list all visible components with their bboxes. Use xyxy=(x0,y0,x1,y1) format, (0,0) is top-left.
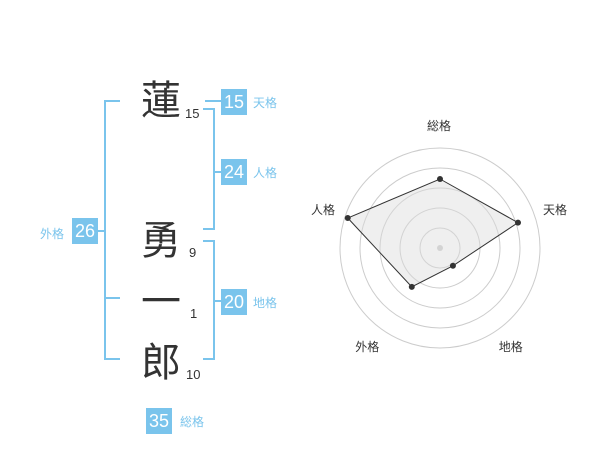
name-char-2: 勇 xyxy=(141,218,181,264)
chikaku-bracket-top xyxy=(203,240,215,242)
radar-ring-1 xyxy=(339,147,541,349)
chikaku-bracket-bottom xyxy=(203,358,215,360)
chikaku-value: 20 xyxy=(221,289,247,315)
gaikaku-value: 26 xyxy=(72,218,98,244)
chikaku-label: 地格 xyxy=(253,296,278,310)
tenkaku-connector xyxy=(205,100,221,102)
jinkaku-bracket-bottom xyxy=(203,228,215,230)
jinkaku-connector xyxy=(213,171,221,173)
stroke-count-2: 9 xyxy=(189,245,197,260)
radar-axis-label-1: 総格 xyxy=(427,119,452,133)
name-char-4: 郎 xyxy=(141,340,181,386)
name-char-1: 蓮 xyxy=(141,78,181,124)
radar-ring-2 xyxy=(359,167,521,329)
radar-point-2 xyxy=(514,219,521,226)
radar-point-4 xyxy=(408,283,415,290)
radar-point-5 xyxy=(344,215,351,222)
jinkaku-bracket-top xyxy=(203,108,215,110)
radar-point-3 xyxy=(449,262,456,269)
soukaku-value: 35 xyxy=(146,408,172,434)
radar-axis-label-4: 外格 xyxy=(355,339,380,354)
jinkaku-bracket-vertical xyxy=(213,108,215,230)
gaikaku-bracket-top xyxy=(104,100,120,102)
radar-axis-label-5: 人格 xyxy=(310,203,335,218)
stroke-count-1: 15 xyxy=(185,106,200,121)
jinkaku-value: 24 xyxy=(221,159,247,185)
radar-axis-label-2: 天格 xyxy=(543,203,568,218)
soukaku-label: 総格 xyxy=(180,415,205,429)
radar-point-1 xyxy=(437,176,443,182)
gaikaku-connector xyxy=(98,230,106,232)
radar-area xyxy=(344,176,521,290)
radar-ring-3 xyxy=(379,187,501,309)
chikaku-connector xyxy=(213,300,221,302)
radar-grid xyxy=(339,147,541,349)
gaikaku-bracket-bottom xyxy=(104,358,120,360)
radar-center xyxy=(437,245,443,251)
jinkaku-label: 人格 xyxy=(253,166,278,180)
radar-polygon xyxy=(346,178,519,288)
radar-ring-5 xyxy=(419,227,461,269)
name-char-3: 一 xyxy=(141,279,181,325)
tenkaku-value: 15 xyxy=(221,89,247,115)
tenkaku-label: 天格 xyxy=(253,96,278,110)
radar-axis-label-3: 地格 xyxy=(498,339,523,354)
gaikaku-label: 外格 xyxy=(40,227,65,241)
gaikaku-bracket-mid xyxy=(104,297,120,299)
stroke-count-4: 10 xyxy=(186,367,201,382)
stroke-count-3: 1 xyxy=(190,306,198,321)
